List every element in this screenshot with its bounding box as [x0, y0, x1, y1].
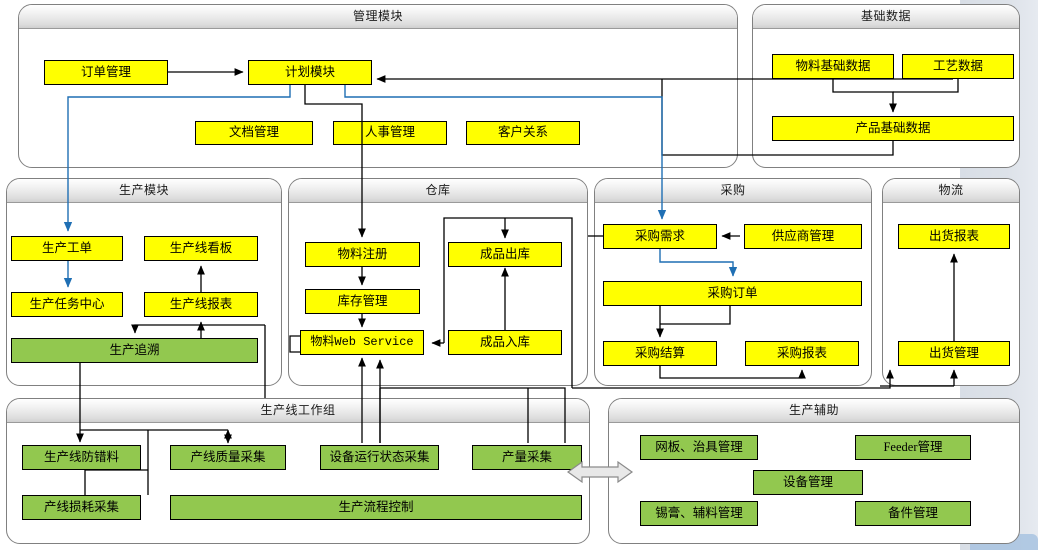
node-label: 产量采集	[501, 449, 552, 464]
group-basic-data-body	[753, 28, 1019, 167]
node-label: 生产线防错料	[43, 449, 119, 464]
node-stencil-fixture-management[interactable]: 网板、治具管理	[640, 435, 758, 460]
node-process-data[interactable]: 工艺数据	[902, 54, 1014, 79]
node-material-web-service[interactable]: 物料Web Service	[300, 330, 424, 355]
node-shipment-report[interactable]: 出货报表	[898, 224, 1010, 249]
node-label: 产线损耗采集	[43, 499, 119, 514]
node-customer-relations[interactable]: 客户关系	[466, 121, 580, 145]
node-label: 物料基础数据	[795, 58, 871, 73]
node-label: 客户关系	[497, 125, 548, 140]
node-equipment-management[interactable]: 设备管理	[753, 470, 863, 495]
node-label: 采购结算	[634, 345, 685, 360]
node-label: 出货管理	[928, 345, 979, 360]
group-production-support-title: 生产辅助	[609, 399, 1019, 423]
node-order-management[interactable]: 订单管理	[44, 60, 168, 85]
node-label: 计划模块	[284, 64, 335, 79]
group-line-workgroup-body	[7, 422, 589, 543]
node-label: Feeder管理	[883, 439, 943, 454]
node-label: 生产追溯	[109, 342, 160, 357]
node-production-task-center[interactable]: 生产任务中心	[11, 292, 123, 317]
node-production-line-kanban[interactable]: 生产线看板	[144, 236, 258, 261]
node-supplier-management[interactable]: 供应商管理	[744, 224, 862, 249]
node-label: 出货报表	[928, 228, 979, 243]
node-finished-goods-inbound[interactable]: 成品入库	[448, 330, 562, 355]
node-label: 采购订单	[707, 285, 758, 300]
node-solder-paste-management[interactable]: 锡膏、辅料管理	[640, 501, 758, 526]
group-management-title: 管理模块	[19, 5, 737, 29]
node-purchase-settlement[interactable]: 采购结算	[603, 341, 717, 366]
node-label: 订单管理	[80, 64, 131, 79]
group-production-title: 生产模块	[7, 179, 281, 203]
group-basic-data-title: 基础数据	[753, 5, 1019, 29]
node-label: 锡膏、辅料管理	[655, 505, 743, 520]
node-equipment-status-collection[interactable]: 设备运行状态采集	[320, 445, 439, 470]
node-label: 物料注册	[337, 246, 388, 261]
node-line-quality-collection[interactable]: 产线质量采集	[170, 445, 286, 470]
node-label: 生产工单	[41, 240, 92, 255]
node-label: 成品出库	[479, 246, 530, 261]
group-management-body	[19, 28, 737, 167]
node-label: 网板、治具管理	[655, 439, 743, 454]
node-label: 产品基础数据	[855, 120, 931, 135]
node-shipment-management[interactable]: 出货管理	[898, 341, 1010, 366]
node-label: 物料Web Service	[310, 334, 414, 349]
node-purchase-order[interactable]: 采购订单	[603, 281, 862, 306]
node-material-basic-data[interactable]: 物料基础数据	[772, 54, 894, 79]
node-document-management[interactable]: 文档管理	[195, 121, 313, 145]
node-purchase-report[interactable]: 采购报表	[745, 341, 859, 366]
node-label: 工艺数据	[932, 58, 983, 73]
node-label: 产线质量采集	[190, 449, 266, 464]
node-label: 成品入库	[479, 334, 530, 349]
node-label: 人事管理	[364, 125, 415, 140]
node-label: 库存管理	[337, 293, 388, 308]
node-label: 供应商管理	[771, 228, 835, 243]
group-basic-data: 基础数据	[752, 4, 1020, 168]
node-spare-parts-management[interactable]: 备件管理	[855, 501, 971, 526]
node-output-collection[interactable]: 产量采集	[472, 445, 582, 470]
group-logistics-title: 物流	[883, 179, 1019, 203]
node-production-line-report[interactable]: 生产线报表	[144, 292, 258, 317]
node-label: 生产线报表	[169, 296, 233, 311]
node-feeder-management[interactable]: Feeder管理	[855, 435, 971, 460]
node-label: 生产流程控制	[338, 499, 414, 514]
group-line-workgroup: 生产线工作组	[6, 398, 590, 544]
node-finished-goods-outbound[interactable]: 成品出库	[448, 242, 562, 267]
group-warehouse-title: 仓库	[289, 179, 587, 203]
node-label: 生产任务中心	[29, 296, 105, 311]
node-material-registration[interactable]: 物料注册	[305, 242, 420, 267]
node-label: 设备运行状态采集	[329, 449, 430, 464]
node-purchase-requirement[interactable]: 采购需求	[603, 224, 717, 249]
node-production-process-control[interactable]: 生产流程控制	[170, 495, 582, 520]
group-purchasing-title: 采购	[595, 179, 871, 203]
node-label: 备件管理	[887, 505, 938, 520]
node-production-work-order[interactable]: 生产工单	[11, 236, 123, 261]
group-line-workgroup-title: 生产线工作组	[7, 399, 589, 423]
node-label: 生产线看板	[169, 240, 233, 255]
node-label: 采购报表	[776, 345, 827, 360]
node-label: 文档管理	[228, 125, 279, 140]
node-label: 设备管理	[782, 474, 833, 489]
node-product-basic-data[interactable]: 产品基础数据	[772, 116, 1014, 141]
node-hr-management[interactable]: 人事管理	[333, 121, 447, 145]
node-line-loss-collection[interactable]: 产线损耗采集	[22, 495, 141, 520]
node-label: 采购需求	[634, 228, 685, 243]
node-line-error-proofing[interactable]: 生产线防错料	[22, 445, 141, 470]
node-inventory-management[interactable]: 库存管理	[305, 289, 420, 314]
node-planning-module[interactable]: 计划模块	[248, 60, 372, 85]
node-production-traceability[interactable]: 生产追溯	[11, 338, 258, 363]
